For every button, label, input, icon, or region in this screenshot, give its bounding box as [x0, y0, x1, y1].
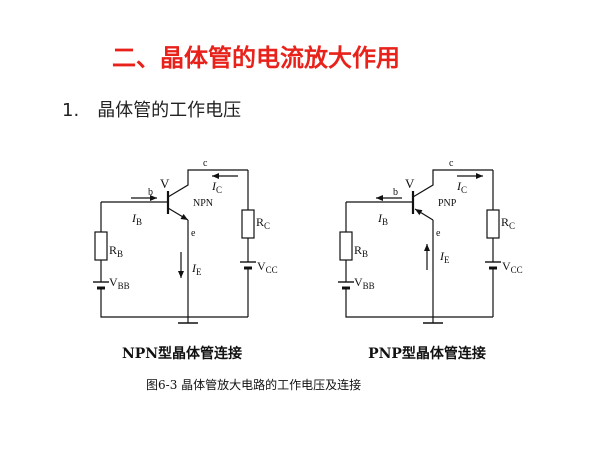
section-heading: 1. 晶体管的工作电压 [62, 96, 241, 122]
npn-emitter-arrow [167, 207, 189, 221]
npn-vcc-label: VCC [257, 259, 278, 275]
npn-ic-label: IC [211, 179, 222, 195]
pnp-ib-label: IB [377, 211, 388, 227]
pnp-node-e: e [436, 228, 441, 239]
pnp-collector-wire [412, 169, 493, 198]
npn-bottom-wire [100, 288, 248, 318]
pnp-rc-label: RC [501, 215, 515, 231]
pnp-node-c: c [449, 158, 454, 169]
npn-rb-resistor [94, 231, 108, 261]
pnp-caption: PNP型晶体管连接 [368, 345, 486, 362]
slide-title: 二、晶体管的电流放大作用 [112, 44, 400, 72]
pnp-rb-label: RB [354, 243, 368, 259]
pnp-circuit [338, 169, 501, 324]
pnp-type-text: PNP [438, 198, 457, 209]
npn-rc-label: RC [256, 215, 270, 231]
figure-caption: 图6-3 晶体管放大电路的工作电压及连接 [146, 377, 361, 392]
npn-rc-resistor [241, 209, 255, 239]
section-title: 晶体管的工作电压 [97, 100, 242, 121]
pnp-ic-label: IC [456, 179, 467, 195]
pnp-bottom-wire [345, 288, 493, 318]
pnp-ie-label: IE [439, 249, 450, 265]
npn-collector-wire [167, 169, 248, 198]
pnp-vcc-label: VCC [502, 259, 523, 275]
npn-rb-label: RB [109, 243, 123, 259]
npn-type-text: NPN [193, 198, 213, 209]
npn-ib-label: IB [131, 211, 142, 227]
npn-vbb-label: VBB [109, 275, 130, 291]
npn-caption: NPN型晶体管连接 [122, 345, 242, 362]
pnp-vbb-label: VBB [354, 275, 375, 291]
npn-node-b: b [148, 187, 153, 198]
npn-ie-label: IE [191, 261, 202, 277]
pnp-rb-resistor [339, 231, 353, 261]
npn-node-e: e [191, 228, 196, 239]
npn-transistor-label: V [160, 176, 170, 191]
pnp-transistor-label: V [405, 176, 415, 191]
npn-node-c: c [203, 158, 208, 169]
pnp-node-b: b [393, 187, 398, 198]
npn-circuit [93, 169, 256, 324]
pnp-rc-resistor [486, 209, 500, 239]
section-number: 1. [62, 100, 80, 121]
pnp-emitter-arrow [414, 208, 434, 221]
